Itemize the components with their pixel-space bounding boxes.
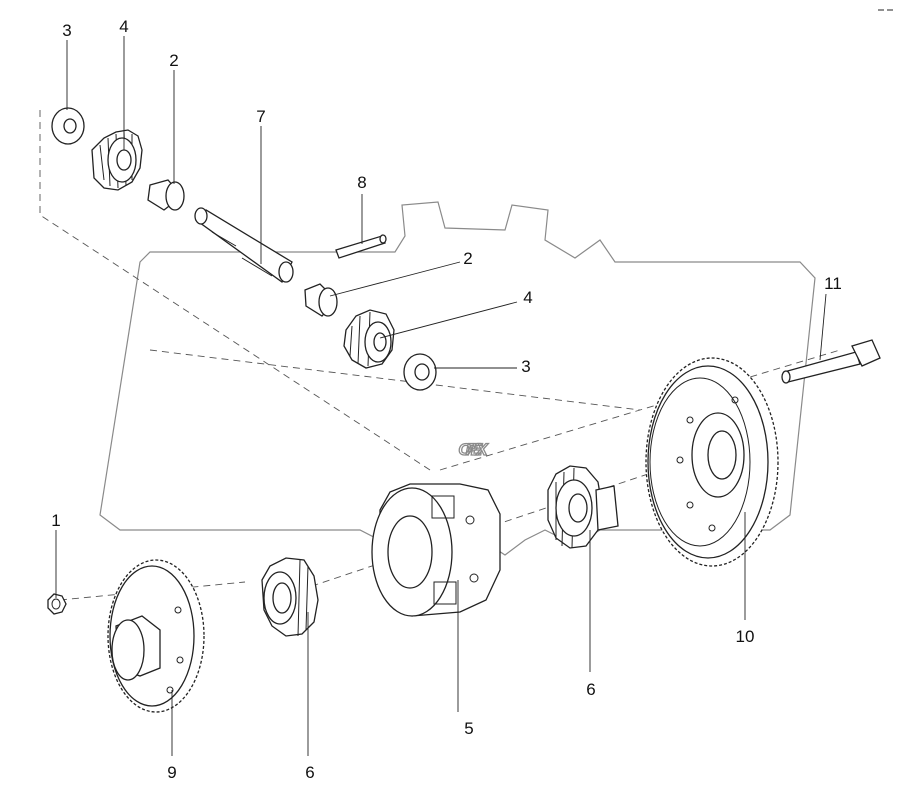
callout-6-lower: 6 bbox=[305, 763, 314, 782]
callout-2-lower: 2 bbox=[463, 249, 472, 268]
callout-3-upper: 3 bbox=[62, 21, 71, 40]
leader-lines bbox=[55, 36, 827, 756]
callout-7: 7 bbox=[256, 107, 265, 126]
callout-11: 11 bbox=[824, 274, 842, 293]
callout-6-right: 6 bbox=[586, 680, 595, 699]
callout-4-lower: 4 bbox=[523, 288, 532, 307]
washer-part-3 bbox=[51, 107, 85, 145]
ring-gear-part-10 bbox=[645, 357, 779, 567]
gear-part-9 bbox=[107, 559, 205, 713]
watermark-text: OPEX bbox=[458, 440, 489, 459]
bevel-pinion-part-4 bbox=[91, 129, 143, 191]
callout-10: 10 bbox=[736, 627, 755, 646]
pin-part-8 bbox=[335, 234, 387, 259]
bushing-part-2-lower bbox=[304, 283, 338, 317]
callout-labels: 3 4 2 7 8 2 4 3 11 1 10 6 5 9 6 bbox=[51, 17, 842, 782]
side-gear-part-6-right bbox=[547, 465, 619, 549]
callout-9: 9 bbox=[167, 763, 176, 782]
side-gear-part-6-lower bbox=[261, 557, 319, 637]
callout-5: 5 bbox=[464, 719, 473, 738]
callout-3-lower: 3 bbox=[521, 357, 530, 376]
callout-4-upper: 4 bbox=[119, 17, 128, 36]
bevel-pinion-part-4-middle bbox=[343, 309, 395, 369]
callout-1: 1 bbox=[51, 511, 60, 530]
bolt-part-11 bbox=[781, 339, 881, 384]
callout-8: 8 bbox=[357, 173, 366, 192]
bushing-part-2-upper bbox=[147, 179, 185, 211]
washer-part-3-middle bbox=[403, 353, 437, 391]
differential-housing-part-5 bbox=[371, 483, 501, 617]
callout-2-upper: 2 bbox=[169, 51, 178, 70]
shaft-part-7 bbox=[194, 207, 294, 283]
nut-part-1 bbox=[47, 593, 67, 615]
